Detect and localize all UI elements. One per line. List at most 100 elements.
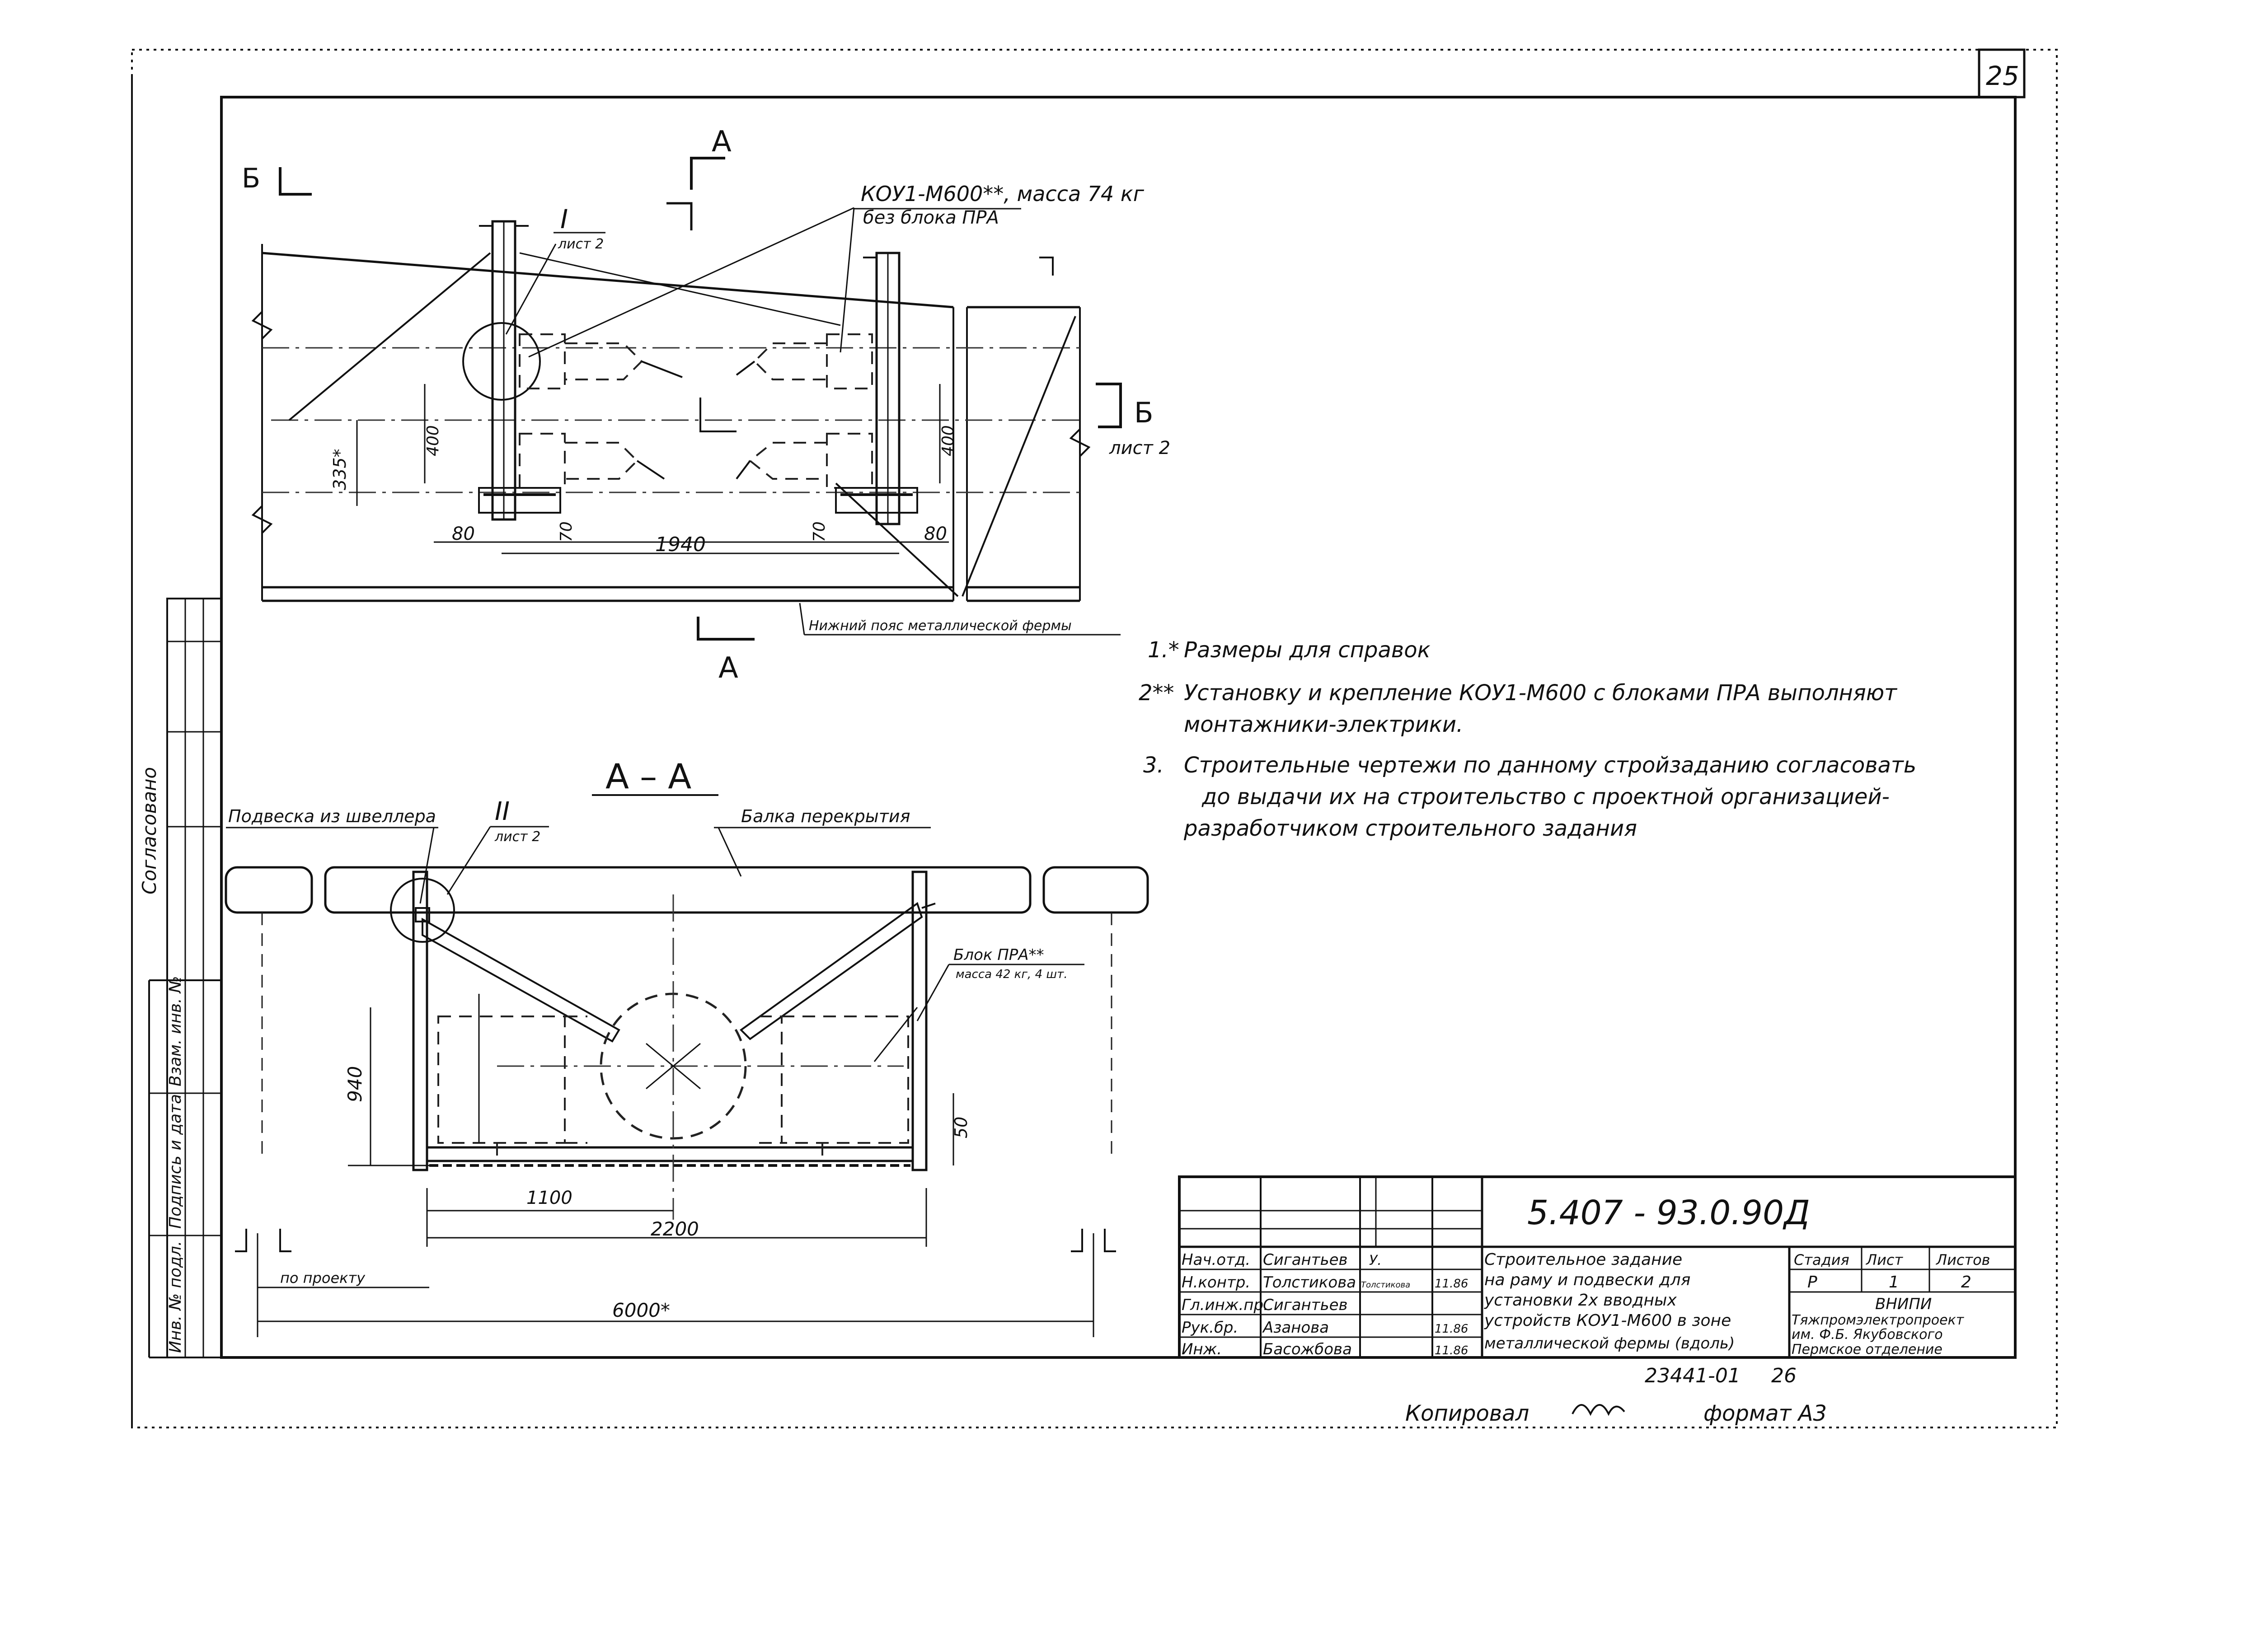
people-rows: Нач.отд. Сигантьев У. Н.контр. Толстиков…	[1182, 1251, 1468, 1358]
description-line-3: установки 2х вводных	[1484, 1291, 1677, 1310]
pra-block-left	[437, 1016, 587, 1161]
pra-block-right	[759, 1016, 909, 1161]
org-line-3: им. Ф.Б. Якубовского	[1792, 1327, 1943, 1343]
lower-chord-label: Нижний пояс металлической фермы	[809, 618, 1072, 634]
role-2: Н.контр.	[1182, 1273, 1250, 1292]
note-1-num: 1.*	[1148, 637, 1179, 663]
plan-device-right-bottom	[736, 433, 873, 489]
section-letter-a-top: А	[712, 125, 732, 159]
sign-1: У.	[1369, 1253, 1382, 1268]
node-ii-sheet-ref: лист 2	[494, 829, 540, 845]
dim-section-1100: 1100	[526, 1188, 572, 1208]
dim-plan-400-right: 400	[939, 425, 957, 456]
section-letter-b-left: Б	[242, 163, 260, 194]
description-line-1: Строительное задание	[1484, 1250, 1682, 1269]
sheets-value: 2	[1961, 1273, 1971, 1292]
inv-replace-label: Взам. инв. №	[166, 976, 185, 1086]
org-line-2: Тяжпромэлектропроект	[1792, 1312, 1965, 1328]
copier-signature-icon	[1572, 1404, 1625, 1416]
section-mark-b-left	[279, 167, 312, 196]
dim-plan-70-left: 70	[557, 521, 576, 542]
stage-header: Стадия	[1794, 1251, 1849, 1268]
date-2: 11.86	[1435, 1277, 1468, 1291]
upper-chord	[262, 252, 954, 309]
note-2-cont: монтажники-электрики.	[1184, 712, 1463, 737]
role-1: Нач.отд.	[1182, 1251, 1250, 1269]
floor-beam	[324, 866, 1032, 914]
sign-date-label: Подпись и дата	[166, 1094, 185, 1229]
page-number-box	[1978, 48, 2026, 98]
description-line-2: на раму и подвески для	[1484, 1271, 1690, 1289]
section-a-a: А – А Подвеска из швеллера II лист 2 Бал…	[225, 756, 1149, 1337]
plan-device-left-bottom	[519, 433, 665, 489]
note-1-text: Размеры для справок	[1184, 637, 1431, 663]
frame-bottom	[426, 1146, 914, 1162]
section-letter-a-bottom: А	[718, 651, 738, 685]
note-3-num: 3.	[1143, 753, 1164, 778]
dim-plan-335: 335*	[330, 449, 350, 490]
role-4: Рук.бр.	[1182, 1319, 1238, 1337]
copied-label: Копировал	[1405, 1401, 1529, 1426]
pra-block-label: Блок ПРА**	[953, 946, 1044, 964]
copy-page: 26	[1771, 1364, 1797, 1387]
dim-section-2200: 2200	[651, 1218, 699, 1240]
approval-label: Согласовано	[138, 767, 160, 894]
name-2: Толстикова	[1263, 1273, 1356, 1292]
device-callout-1: КОУ1-М600**, масса 74 кг	[861, 182, 1145, 206]
date-4: 11.86	[1435, 1322, 1468, 1336]
node-i-sheet-ref: лист 2	[558, 236, 604, 252]
left-margin-stamp: Согласовано Взам. инв. № Подпись и дата …	[138, 598, 222, 1358]
section-mark-a-top	[690, 157, 725, 190]
note-3-cont2: разработчиком строительного задания	[1183, 816, 1637, 841]
note-2-num: 2**	[1139, 680, 1174, 706]
dim-section-940: 940	[344, 1066, 366, 1102]
archive-number: 23441-01	[1645, 1364, 1741, 1387]
beam-label: Балка перекрытия	[741, 806, 910, 826]
dim-plan-400-left: 400	[424, 425, 442, 456]
frame-post-right	[911, 870, 928, 1171]
name-1: Сигантьев	[1263, 1251, 1348, 1269]
stage-value: Р	[1807, 1273, 1817, 1292]
title-block: 5.407 - 93.0.90Д Нач.отд. Сигантьев У. Н…	[1178, 1175, 2017, 1359]
name-5: Басожбова	[1263, 1340, 1352, 1358]
name-3: Сигантьев	[1263, 1296, 1348, 1314]
page-number: 25	[1986, 61, 2019, 91]
section-title: А – А	[605, 756, 691, 796]
sheet-header: Лист	[1866, 1251, 1903, 1268]
sheet-ref-b: лист 2	[1109, 438, 1170, 459]
org-line-4: Пермское отделение	[1792, 1342, 1942, 1357]
node-ii-circle	[390, 878, 455, 943]
name-4: Азанова	[1262, 1319, 1329, 1337]
note-3-text: Строительные чертежи по данному стройзад…	[1184, 753, 1916, 778]
sheet-value: 1	[1889, 1273, 1899, 1292]
hanger-label: Подвеска из швеллера	[228, 806, 436, 826]
pra-block-mass: масса 42 кг, 4 шт.	[956, 968, 1068, 981]
note-2-text: Установку и крепление КОУ1-М600 с блокам…	[1184, 680, 1898, 706]
plan-device-left-top	[519, 333, 683, 389]
inv-original-label: Инв. № подл.	[166, 1241, 185, 1353]
note-3-cont: до выдачи их на строительство с проектно…	[1201, 784, 1890, 810]
role-5: Инж.	[1182, 1340, 1222, 1358]
dim-plan-1940: 1940	[655, 533, 706, 556]
date-5: 11.86	[1435, 1344, 1468, 1357]
section-letter-b-right: Б	[1134, 396, 1154, 429]
plan-view: Б А А Б лист 2	[242, 125, 1170, 685]
dim-section-6000: 6000*	[612, 1299, 670, 1321]
description: Строительное задание на раму и подвески …	[1484, 1250, 1735, 1352]
node-i-circle	[462, 322, 541, 401]
dim-plan-80-left: 80	[452, 524, 475, 544]
dim-section-50: 50	[951, 1117, 971, 1138]
format-label: формат А3	[1703, 1401, 1827, 1426]
frame-post-left	[412, 870, 428, 1171]
description-line-4: устройств КОУ1-М600 в зоне	[1484, 1311, 1731, 1330]
org-line-1: ВНИПИ	[1875, 1295, 1932, 1313]
plan-device-right-top	[736, 333, 873, 389]
sheets-header: Листов	[1936, 1251, 1990, 1268]
notes: 1.* Размеры для справок 2** Установку и …	[1139, 637, 1916, 841]
node-ii-label: II	[495, 797, 510, 826]
designation: 5.407 - 93.0.90Д	[1527, 1193, 1810, 1232]
section-mark-a-bottom	[697, 617, 755, 641]
sheet-footer: 23441-01 26 Копировал формат А3	[1405, 1364, 1827, 1426]
dim-by-project: по проекту	[280, 1269, 366, 1287]
